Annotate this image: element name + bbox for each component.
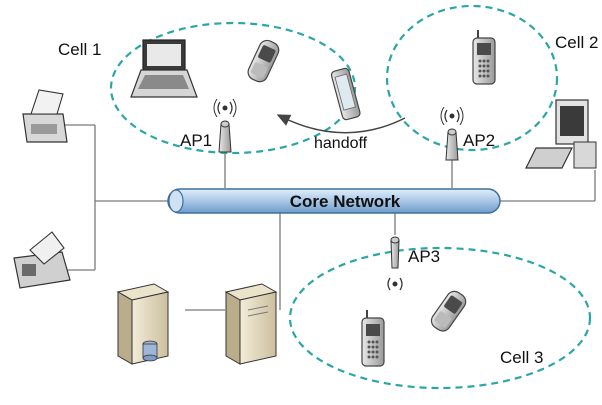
ap1-label: AP1 [180, 131, 212, 150]
laptop-icon [130, 39, 198, 98]
cell-3-boundary [288, 246, 592, 390]
ap3: AP3 [387, 236, 440, 291]
fax-machine-icon [13, 231, 71, 289]
printer-icon [22, 89, 68, 143]
antenna-icon [213, 98, 237, 153]
antenna-icon [440, 106, 464, 161]
core-network-label: Core Network [290, 192, 401, 211]
desktop-computer-icon [525, 99, 597, 169]
ap2-label: AP2 [463, 131, 495, 150]
database-server-icon [116, 283, 170, 365]
wired-connections [60, 124, 596, 311]
core-network: Core Network [167, 188, 501, 214]
server-icon [224, 283, 278, 365]
cell-1: Cell 1 [58, 21, 357, 155]
handoff: handoff [276, 67, 406, 152]
ap2: AP2 [440, 106, 495, 161]
cell-phone-icon [361, 310, 385, 367]
flip-phone-icon [430, 290, 467, 332]
ap3-label: AP3 [408, 247, 440, 266]
ap1: AP1 [180, 98, 237, 153]
mobile-phone-icon [330, 67, 361, 121]
cell-1-boundary [109, 21, 357, 155]
flip-phone-icon [247, 39, 280, 83]
cell-phone-icon [472, 30, 496, 85]
handoff-arrow [276, 114, 406, 134]
cell-2: Cell 2 [385, 4, 598, 152]
cell-2-boundary [385, 4, 559, 152]
handoff-label: handoff [314, 135, 368, 152]
cell-2-label: Cell 2 [555, 33, 598, 52]
cell-3: Cell 3 [288, 246, 592, 390]
antenna-icon [387, 236, 403, 291]
cell-1-label: Cell 1 [58, 40, 101, 59]
cell-3-label: Cell 3 [500, 348, 543, 367]
